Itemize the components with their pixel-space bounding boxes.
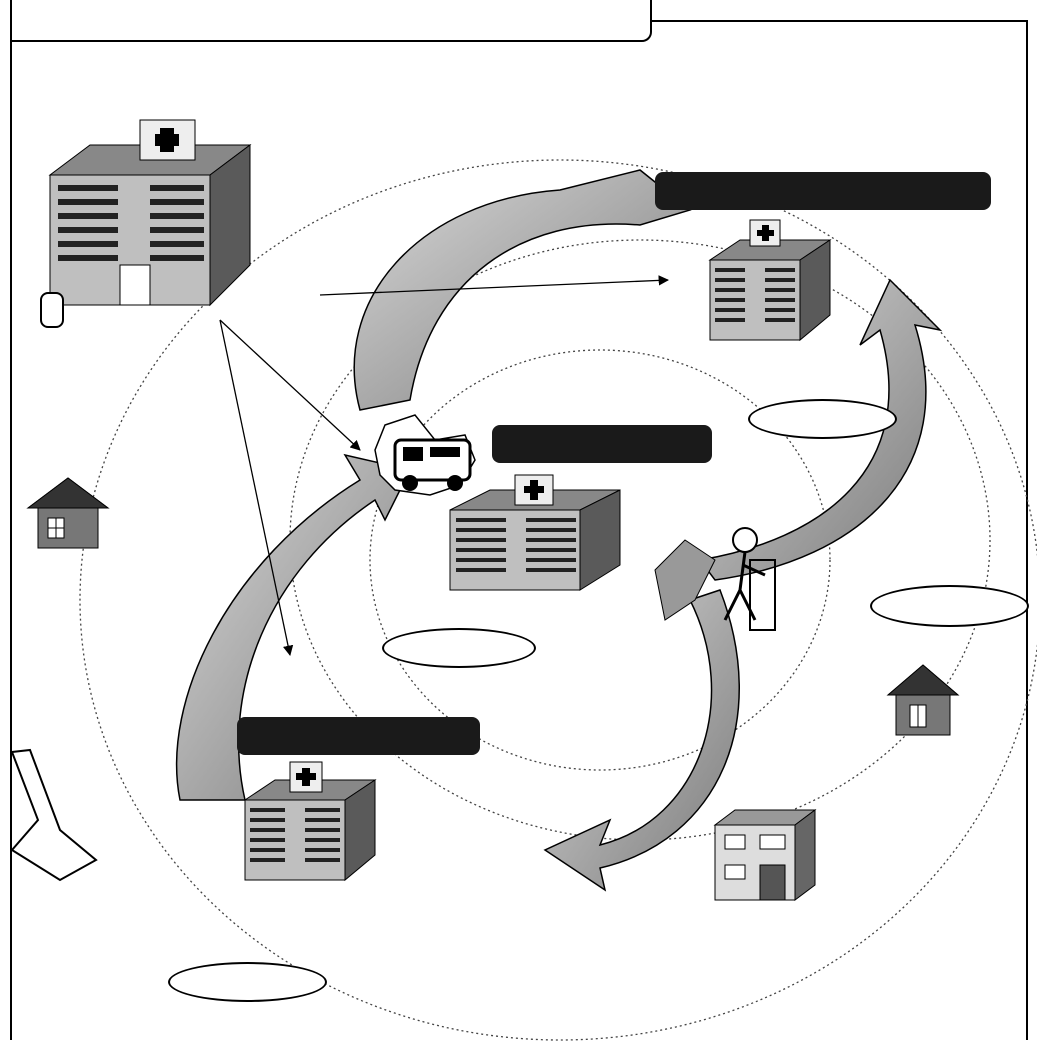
secondary-care-oval-left bbox=[168, 962, 327, 1002]
title-banner bbox=[10, 0, 652, 42]
hospital-building-icon bbox=[48, 119, 252, 307]
primary-care-oval bbox=[870, 585, 1029, 627]
rehab-patient-icon bbox=[654, 527, 776, 631]
arrow-recovery-down bbox=[543, 589, 740, 892]
dispatch-arrow-tatsuno bbox=[319, 275, 670, 296]
advanced-emergency-label bbox=[492, 425, 712, 463]
house-icon bbox=[26, 477, 110, 549]
clinic-building-icon bbox=[713, 809, 817, 901]
house-icon bbox=[886, 664, 960, 736]
acute-recovery-label bbox=[237, 717, 480, 755]
arrow-to-tatsuno bbox=[353, 169, 692, 411]
hospital-building-icon bbox=[243, 761, 377, 882]
dispatch-arrows bbox=[219, 275, 670, 657]
arrow-recovery-up bbox=[698, 278, 943, 581]
dispatch-arrow-ambulance bbox=[219, 319, 361, 451]
dispatch-box bbox=[40, 292, 64, 328]
outer-zone-circle bbox=[79, 159, 1037, 1041]
hospital-building-icon bbox=[708, 219, 832, 342]
ambulance-icon bbox=[374, 414, 476, 496]
dispatch-arrow-showa bbox=[219, 319, 294, 657]
tertiary-care-oval bbox=[382, 628, 536, 668]
large-left-arrow bbox=[10, 748, 98, 882]
secondary-care-oval-right bbox=[748, 399, 897, 439]
acute-recovery-home-label bbox=[655, 172, 991, 210]
flow-arrows bbox=[175, 169, 943, 892]
hospital-building-icon bbox=[449, 474, 621, 591]
inner-zone-circle bbox=[369, 349, 831, 771]
